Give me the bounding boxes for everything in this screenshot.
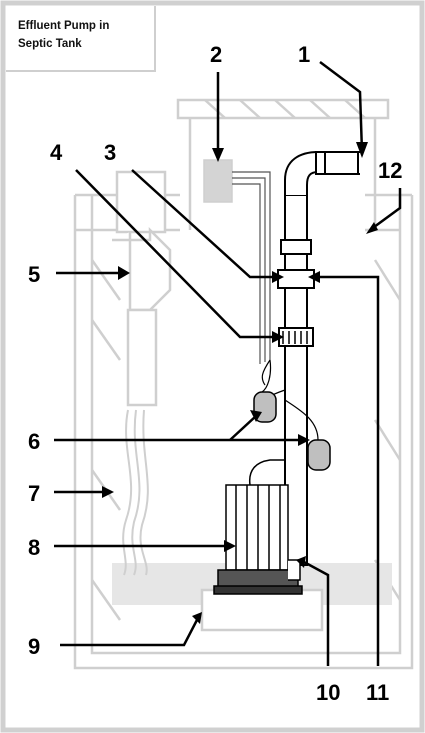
callout-3: 3 [104,140,116,165]
title-line-1: Effluent Pump in [18,20,109,32]
callout-5: 5 [28,262,40,287]
callout-6: 6 [28,429,40,454]
title-line-2: Septic Tank [18,38,82,50]
float-switch-lower [308,440,330,470]
callout-8: 8 [28,535,40,560]
callout-9: 9 [28,634,40,659]
callout-2: 2 [210,42,222,67]
callout-4: 4 [50,140,63,165]
pump-base [202,590,322,630]
callout-11: 11 [366,680,389,705]
callout-7: 7 [28,481,40,506]
callout-12: 12 [378,158,402,183]
title-box: Effluent Pump in Septic Tank [6,6,156,72]
callout-1: 1 [298,42,310,67]
callout-10: 10 [316,680,340,705]
control-box [204,160,232,202]
